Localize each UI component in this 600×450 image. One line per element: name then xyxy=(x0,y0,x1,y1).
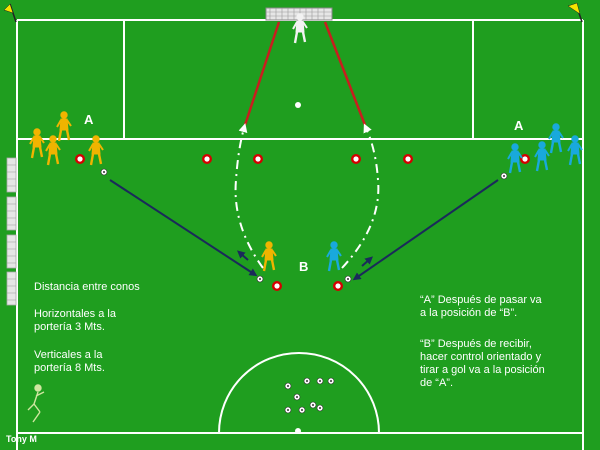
player-icon xyxy=(55,110,73,143)
group-b-label: B xyxy=(299,259,309,274)
ball-icon xyxy=(256,275,264,283)
ball-icon xyxy=(284,406,292,414)
corner-flag-icon xyxy=(567,2,583,23)
player-icon xyxy=(44,134,62,167)
vertical-distance-note: Verticales a la portería 8 Mts. xyxy=(34,349,105,374)
ball-icon xyxy=(316,404,324,412)
horizontal-distance-note: Horizontales a la portería 3 Mts. xyxy=(34,308,116,333)
ball-icon xyxy=(293,393,301,401)
player-icon xyxy=(325,240,343,273)
ball-icon xyxy=(316,377,324,385)
pass-line-right xyxy=(352,179,499,281)
run-paths xyxy=(234,123,380,269)
ball-icon xyxy=(284,382,292,390)
ball-icon xyxy=(309,401,317,409)
run-path-left xyxy=(234,123,264,269)
ball-icon xyxy=(100,168,108,176)
player-icon xyxy=(533,140,551,173)
signature-logo xyxy=(27,384,45,423)
shot-line-right xyxy=(323,21,367,126)
player-icon xyxy=(87,134,105,167)
player-icon xyxy=(566,134,584,167)
pass-line-left xyxy=(109,179,258,277)
penalty-area xyxy=(123,19,474,140)
shot-line-left xyxy=(243,21,281,126)
ball-icon xyxy=(298,406,306,414)
center-circle xyxy=(218,352,380,434)
rule-b-note: “B” Después de recibir, hacer control or… xyxy=(420,338,545,389)
team-b-players xyxy=(325,122,584,273)
distance-title: Distancia entre conos xyxy=(34,281,140,293)
ball-icon xyxy=(303,377,311,385)
shot-lines xyxy=(243,21,367,126)
player-icon xyxy=(28,127,46,160)
cone-icon xyxy=(272,281,282,291)
ball-icon xyxy=(327,377,335,385)
cone-icon xyxy=(351,154,361,164)
cone-icon xyxy=(75,154,85,164)
team-a-players xyxy=(28,110,278,273)
signature: Tony M xyxy=(6,434,37,444)
rule-a-note: “A” Después de pasar va a la posición de… xyxy=(420,294,542,319)
side-goals xyxy=(6,157,17,306)
cone-icon xyxy=(202,154,212,164)
corner-flag-icon xyxy=(3,3,17,23)
ball-icon xyxy=(344,275,352,283)
cone-icon xyxy=(333,281,343,291)
group-a-left-label: A xyxy=(84,112,94,127)
penalty-spot xyxy=(295,102,301,108)
player-icon xyxy=(506,142,524,175)
center-spot xyxy=(295,428,301,434)
group-a-right-label: A xyxy=(514,118,524,133)
ball-icon xyxy=(500,172,508,180)
run-path-right xyxy=(341,123,380,269)
player-icon xyxy=(260,240,278,273)
pass-lines xyxy=(109,179,499,281)
pitch-lines xyxy=(16,19,584,450)
cone-icon xyxy=(253,154,263,164)
cone-icon xyxy=(403,154,413,164)
